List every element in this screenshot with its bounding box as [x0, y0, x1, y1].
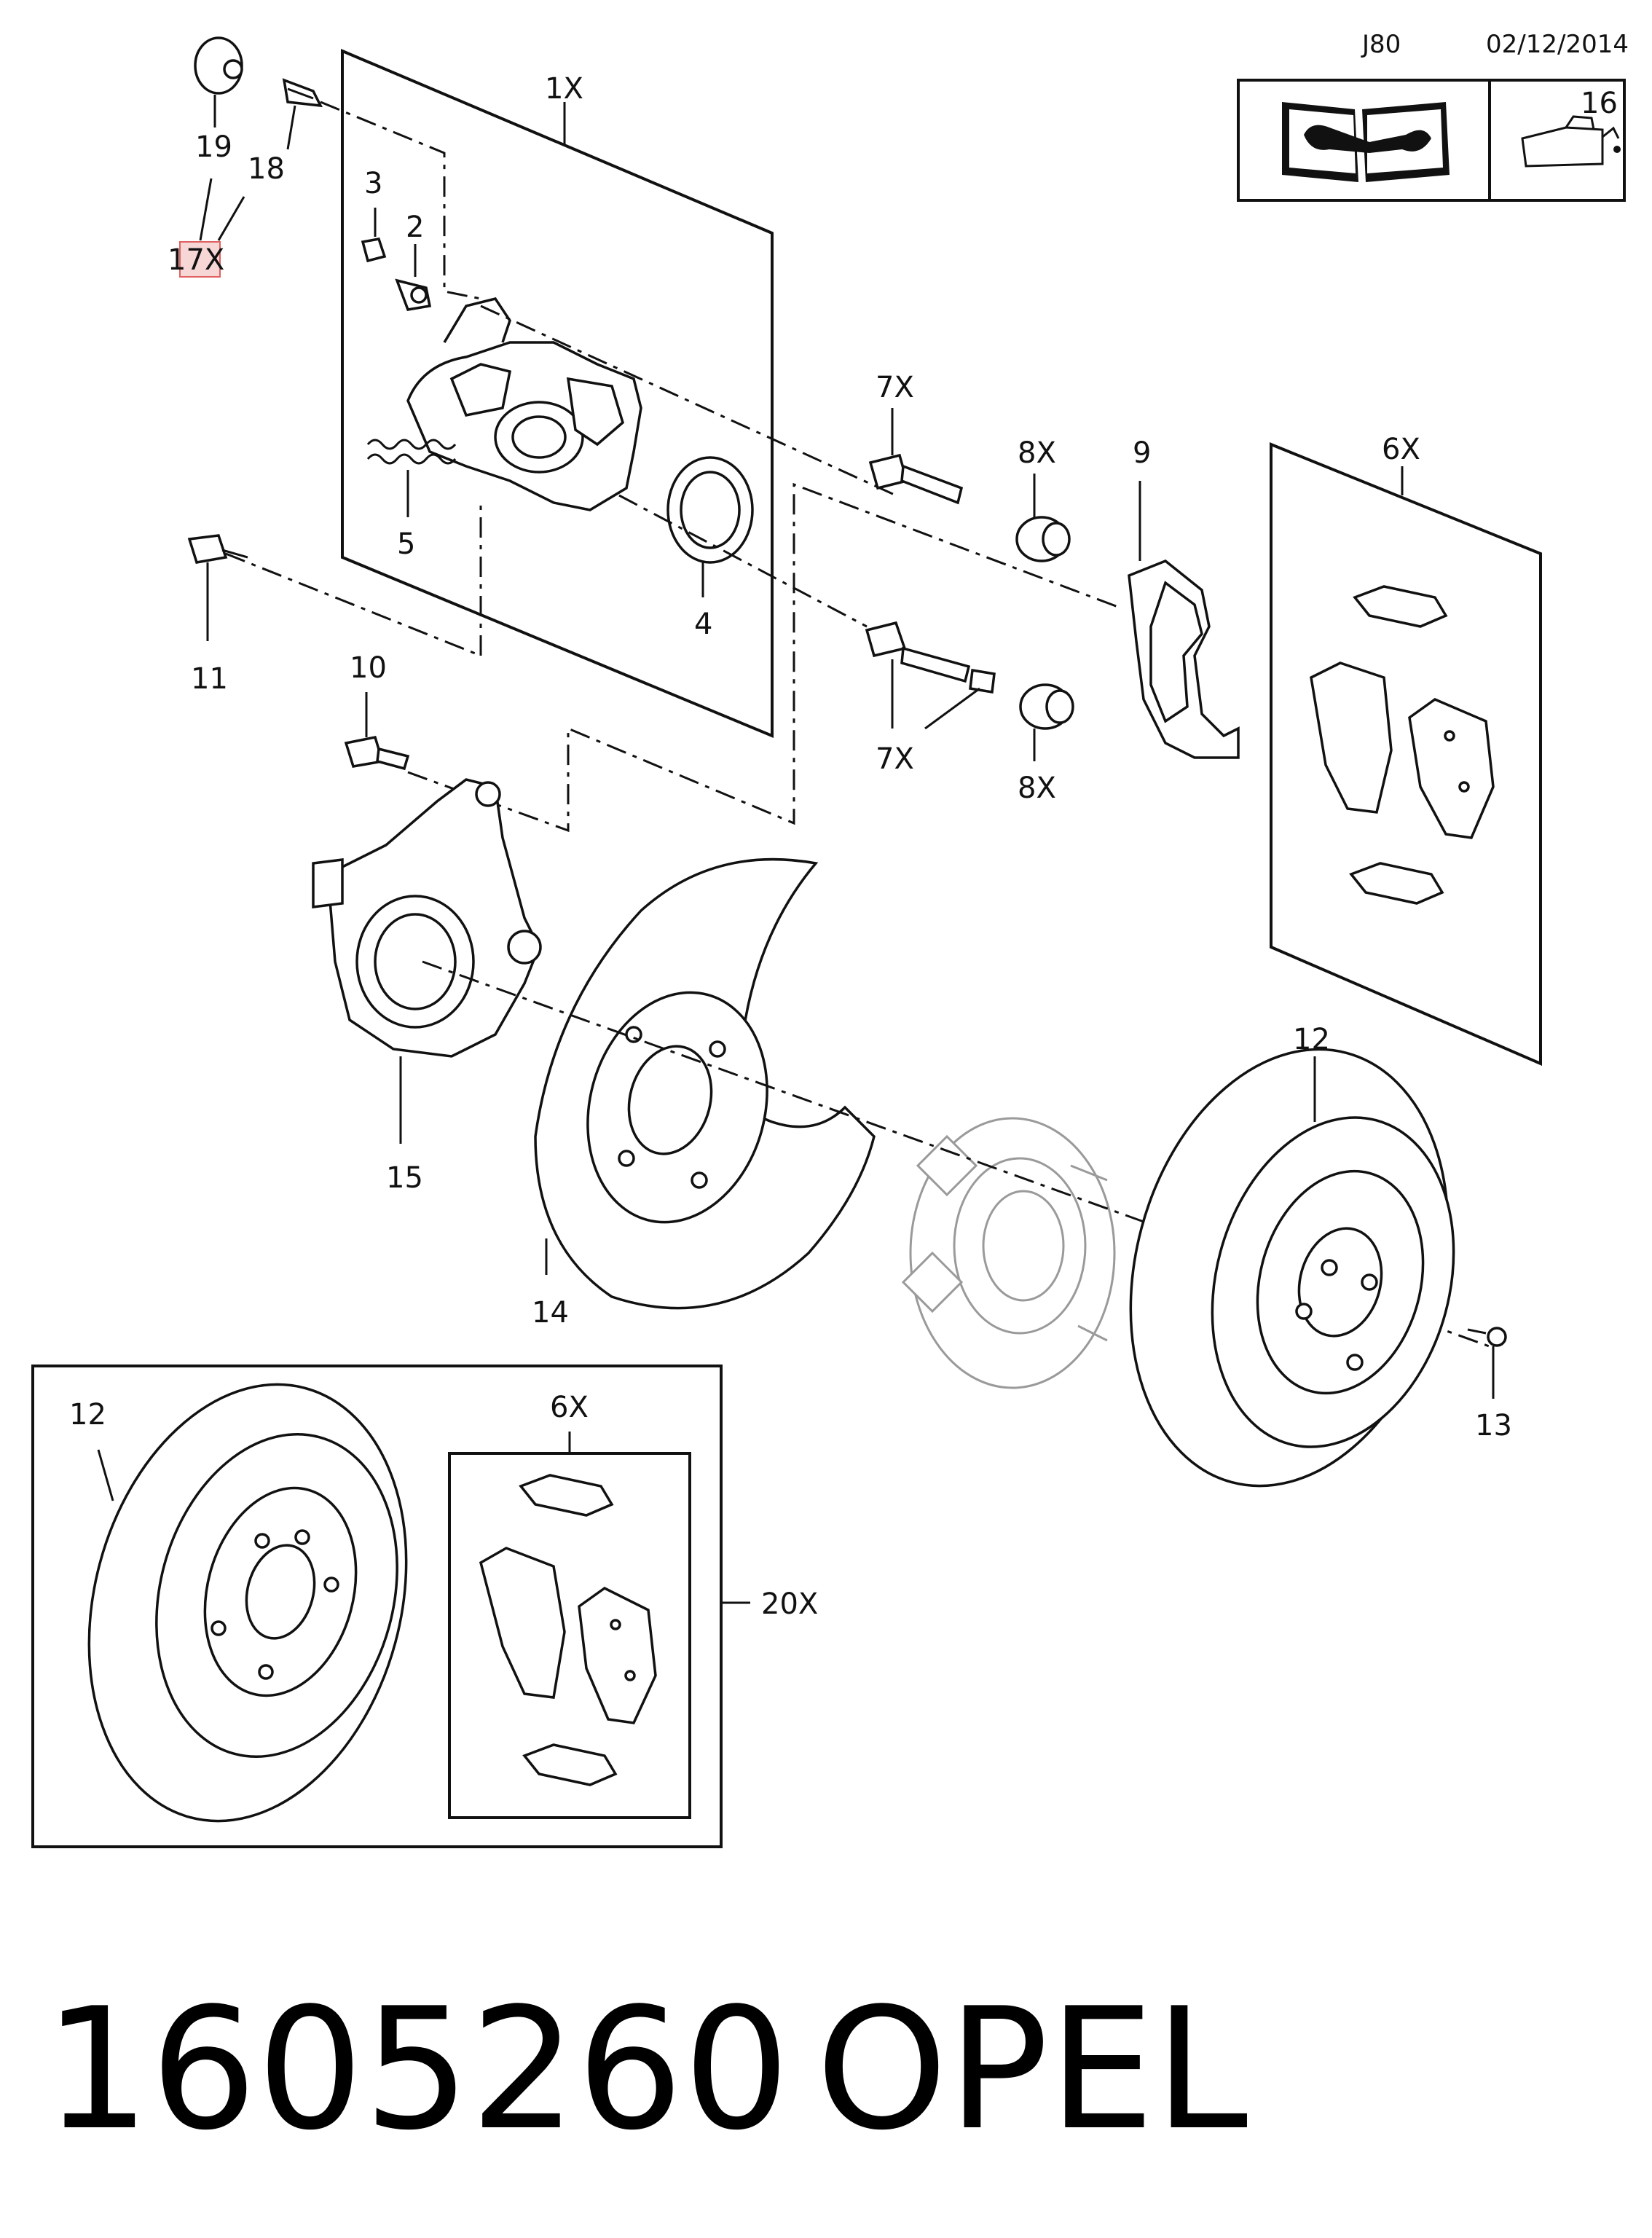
callout-3: 3 [364, 167, 382, 200]
group-code: J80 [1361, 30, 1401, 59]
callout-9: 9 [1133, 436, 1151, 470]
return-spring [366, 439, 457, 465]
brake-disc [1129, 1048, 1455, 1488]
caliper-kit-panel: 1X [341, 48, 774, 738]
callout-15: 15 [386, 1161, 423, 1195]
callout-5: 5 [397, 527, 415, 561]
disc-retaining-screw [1467, 1327, 1507, 1347]
repair-manual-icon [1282, 102, 1450, 182]
brake-pad-panel: 6X [1270, 433, 1542, 1067]
brake-pad-outer [1408, 698, 1495, 839]
backing-plate [534, 857, 876, 1310]
caliper-carrier [1128, 559, 1240, 759]
guide-pin-upper [868, 453, 964, 505]
bleeder-screw-18 [282, 78, 323, 108]
bleeder-cap-19 [194, 36, 243, 95]
leader-line [320, 101, 481, 300]
callout-18: 18 [248, 152, 285, 186]
callout-10: 10 [350, 651, 387, 685]
callout-11: 11 [191, 662, 228, 696]
info-box: 16 [1237, 79, 1626, 202]
guide-pin-boot-upper [1015, 516, 1071, 562]
kit-brake-pad-outer [578, 1586, 657, 1724]
wheel-hub-bearing [901, 1117, 1116, 1389]
callout-2: 2 [406, 211, 424, 244]
callout-17: 17X [168, 243, 224, 277]
callout-8x-lower: 8X [1018, 771, 1056, 805]
leader-line [480, 305, 897, 497]
callout-12-kit: 12 [69, 1398, 106, 1432]
bolt-11 [187, 534, 248, 564]
callout-8x-upper: 8X [1018, 436, 1056, 470]
piston-seal [666, 456, 754, 564]
guide-pin-lower [865, 621, 996, 694]
callout-12: 12 [1293, 1023, 1330, 1056]
callout-7x-upper: 7X [876, 371, 914, 404]
pad-clip-upper [1353, 585, 1448, 628]
caliper-body [406, 297, 642, 511]
leader-line [407, 482, 1122, 833]
callout-4: 4 [694, 608, 712, 641]
callout-19: 19 [195, 130, 232, 164]
bolt-10 [344, 735, 410, 771]
bleeder-screw [395, 278, 432, 311]
callout-1: 1X [545, 72, 583, 106]
brake-pad-inner [1310, 661, 1393, 814]
info-number: 16 [1581, 87, 1618, 120]
kit-pad-clip-upper [519, 1474, 614, 1517]
leader-line [225, 552, 481, 657]
pad-clip-lower [1349, 862, 1444, 905]
kit-pad-clip-lower [522, 1743, 618, 1786]
oil-can-icon [1521, 115, 1621, 168]
callout-14: 14 [532, 1296, 569, 1330]
diagram-date: 02/12/2014 [1486, 30, 1629, 59]
callout-13: 13 [1475, 1409, 1512, 1442]
dust-cap [361, 237, 387, 263]
highlight-17x [179, 241, 221, 278]
callout-6x: 6X [1382, 433, 1420, 466]
steering-knuckle [312, 778, 542, 1058]
callout-20x: 20X [761, 1587, 818, 1621]
brand-name: OPEL [816, 1973, 1248, 2167]
service-kit-panel: 12 6X 20X [31, 1365, 818, 1848]
kit-brake-pad-inner [479, 1547, 566, 1699]
guide-pin-boot-lower [1019, 683, 1074, 730]
callout-6x-kit: 6X [550, 1391, 589, 1424]
callout-7x-lower: 7X [876, 742, 914, 776]
leader-line [618, 494, 868, 628]
kit-brake-disc [87, 1383, 408, 1823]
part-number: 1605260 [44, 1973, 790, 2167]
